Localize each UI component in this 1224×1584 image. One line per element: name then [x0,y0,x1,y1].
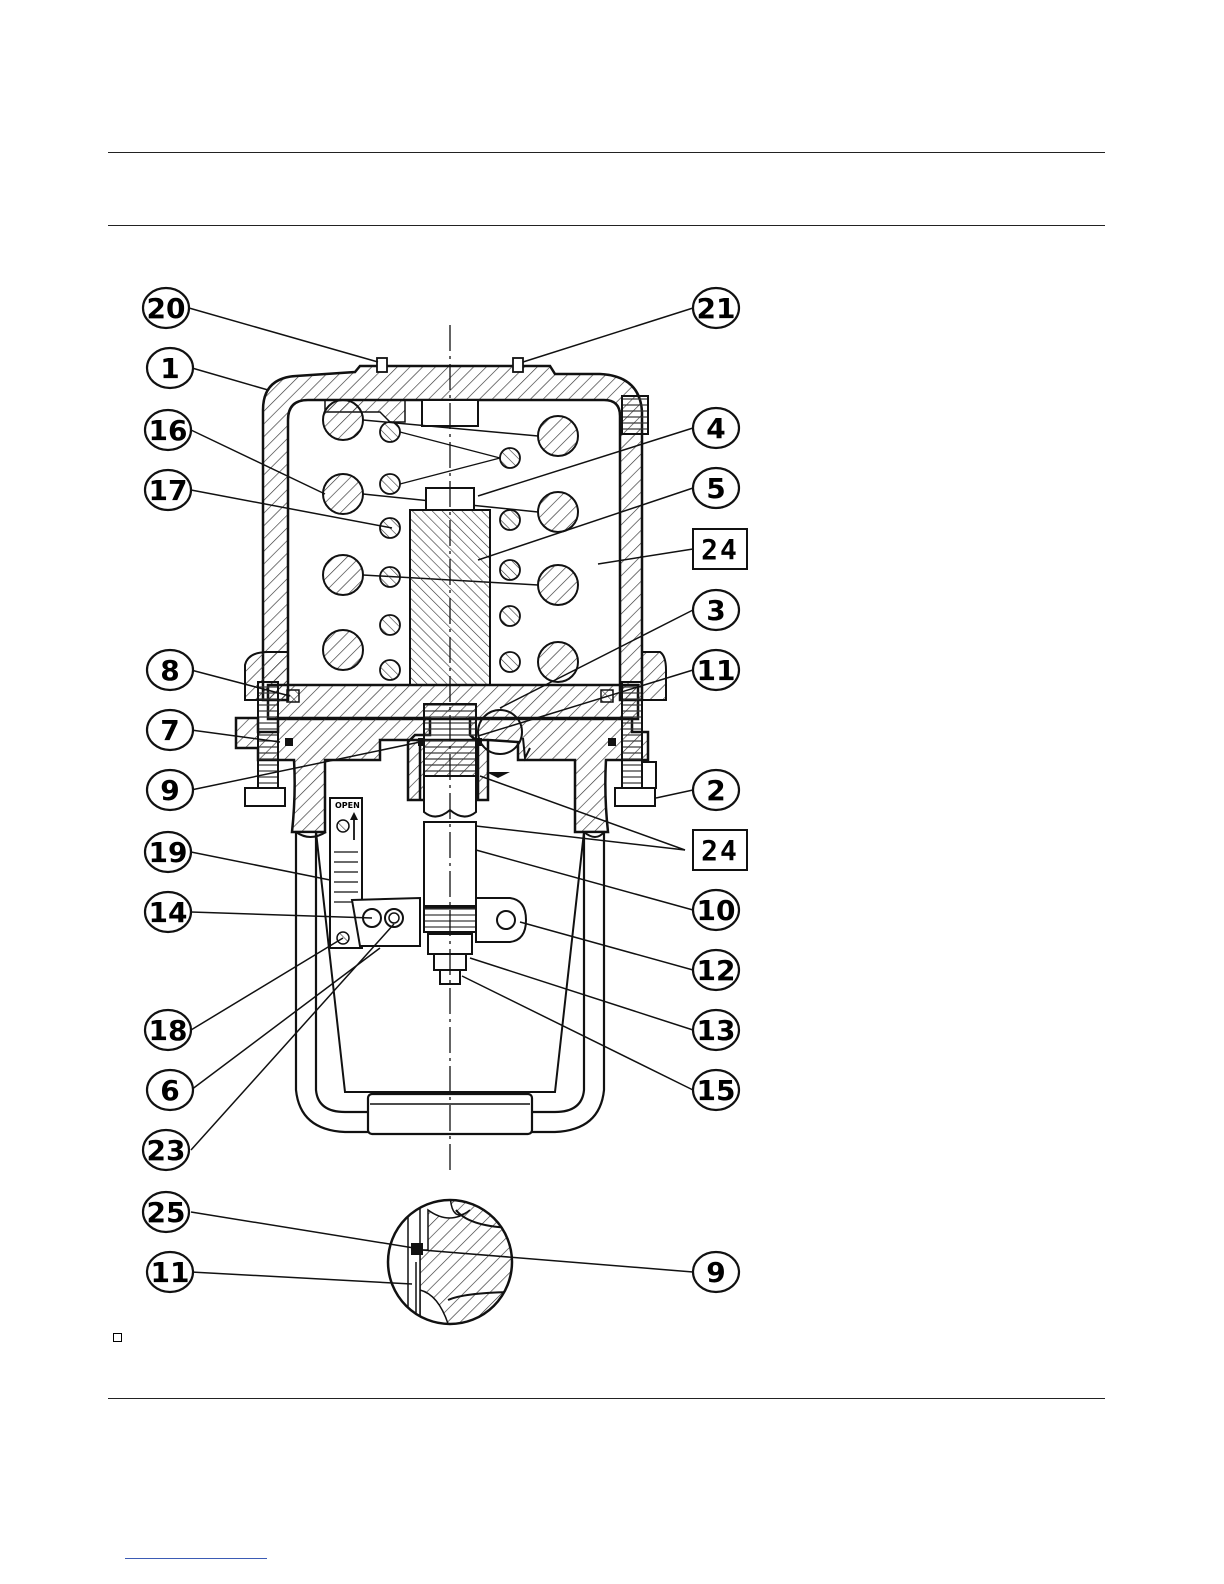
callout-number: 12 [697,954,736,987]
callout-number: 24 [701,533,739,566]
callout-number: 14 [149,896,188,929]
callout-11: 11 [693,650,739,690]
callout-11: 11 [147,1252,193,1292]
callout-number: 11 [697,654,736,687]
callout-25: 25 [143,1192,189,1232]
callout-number: 15 [697,1074,736,1107]
callout-16: 16 [145,410,191,450]
callout-7: 7 [147,710,193,750]
callout-10: 10 [693,890,739,930]
callout-13: 13 [693,1010,739,1050]
callout-number: 4 [706,412,725,445]
callout-8: 8 [147,650,193,690]
callout-1: 1 [147,348,193,388]
callout-5: 5 [693,468,739,508]
callout-14: 14 [145,892,191,932]
seal-detail-view [388,1190,520,1330]
callout-number: 17 [149,474,188,507]
callout-2: 2 [693,770,739,810]
callout-21: 21 [693,288,739,328]
callout-9: 9 [147,770,193,810]
callout-24: 24 [693,529,747,569]
callout-15: 15 [693,1070,739,1110]
callout-number: 5 [706,472,725,505]
callout-number: 18 [149,1014,188,1047]
callout-number: 13 [697,1014,736,1047]
callout-number: 24 [701,834,739,867]
callout-number: 16 [149,414,188,447]
callout-23: 23 [143,1130,189,1170]
callout-number: 6 [160,1074,179,1107]
callout-12: 12 [693,950,739,990]
callout-19: 19 [145,832,191,872]
callout-number: 23 [147,1134,186,1167]
callout-number: 20 [147,292,186,325]
callout-number: 10 [697,894,736,927]
callout-number: 9 [706,1256,725,1289]
callout-18: 18 [145,1010,191,1050]
callout-number: 7 [160,714,179,747]
callout-number: 3 [706,594,725,627]
callout-9: 9 [693,1252,739,1292]
callout-number: 8 [160,654,179,687]
callout-number: 21 [697,292,736,325]
callout-3: 3 [693,590,739,630]
callout-20: 20 [143,288,189,328]
callout-4: 4 [693,408,739,448]
callout-number: 11 [151,1256,190,1289]
callout-number: 19 [149,836,188,869]
callout-number: 1 [160,352,179,385]
callout-24: 24 [693,830,747,870]
callout-number: 25 [147,1196,186,1229]
callout-number: 9 [160,774,179,807]
callout-6: 6 [147,1070,193,1110]
open-indicator-label: OPEN [335,801,360,810]
callout-number: 2 [706,774,725,807]
callout-17: 17 [145,470,191,510]
